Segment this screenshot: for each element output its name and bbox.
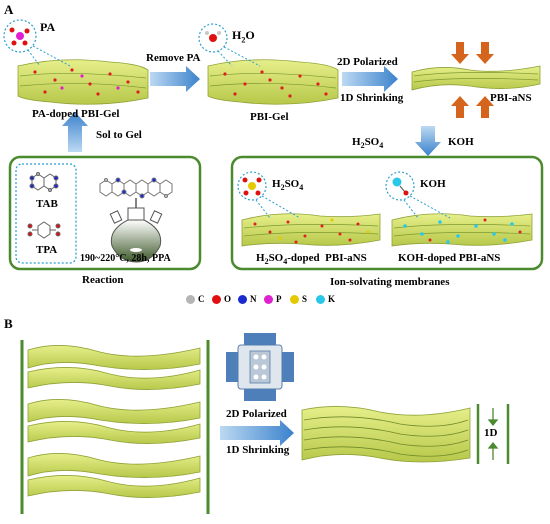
reaction-flask xyxy=(109,198,163,263)
h2so4-doped-membrane xyxy=(241,213,381,247)
legend-dot-k xyxy=(316,294,325,304)
pbi-gel xyxy=(207,59,339,105)
legend-dot-n xyxy=(238,294,247,304)
pa-label: PA xyxy=(40,20,56,34)
legend-item-o: O xyxy=(212,294,231,304)
polarized-label-b: 2D Polarized xyxy=(226,408,287,420)
panel-b-letter: B xyxy=(4,316,13,331)
polarized-label-a: 2D Polarized xyxy=(337,56,398,68)
legend-item-n: N xyxy=(238,294,257,304)
koh-doped-label: KOH-doped PBI-aNS xyxy=(398,252,501,264)
legend-dot-o xyxy=(212,294,221,304)
legend-symbol: N xyxy=(250,294,257,304)
monomer-box xyxy=(15,163,77,264)
pbi-ans-sheets xyxy=(411,65,541,91)
shrinking-label-b: 1D Shrinking xyxy=(226,444,290,456)
legend-symbol: K xyxy=(328,294,336,304)
tpa-molecule xyxy=(27,221,61,239)
tab-label: TAB xyxy=(36,198,58,210)
acid-base-arrow xyxy=(415,126,441,156)
h2o-zoom-bubble xyxy=(198,23,261,67)
h2so4-label: H2SO4 xyxy=(352,136,384,151)
legend-dot-p xyxy=(264,294,273,304)
sol-to-gel-label: Sol to Gel xyxy=(96,129,142,141)
ion-membranes-label: Ion-solvating membranes xyxy=(330,276,450,288)
remove-pa-arrow xyxy=(150,66,200,92)
legend-item-s: S xyxy=(290,294,307,304)
legend-dot-s xyxy=(290,294,299,304)
polarizer-device xyxy=(226,333,294,401)
polarize-arrow-a xyxy=(342,66,398,92)
press-arrows xyxy=(451,42,494,118)
compressed-sheet-stack xyxy=(301,406,471,463)
legend-symbol: C xyxy=(198,294,205,304)
h2so4-doped-label: H2SO4-doped PBI-aNS xyxy=(256,252,367,267)
legend-symbol: P xyxy=(276,294,282,304)
koh-doped-membrane xyxy=(391,213,533,247)
remove-pa-label: Remove PA xyxy=(146,52,201,64)
pa-zoom-bubble xyxy=(3,19,71,67)
legend-symbol: S xyxy=(302,294,308,304)
reaction-label: Reaction xyxy=(82,274,124,286)
pbi-polymer-structure xyxy=(99,177,173,199)
reaction-conditions: 190~220°C, 28h, PPA xyxy=(80,253,171,264)
legend-item-c: C xyxy=(186,294,205,304)
pa-doped-gel xyxy=(17,59,149,105)
h2so4-zoom-bubble xyxy=(237,171,301,219)
tpa-label: TPA xyxy=(36,244,58,256)
legend-item-p: P xyxy=(264,294,282,304)
loose-sheet-stack-2 xyxy=(27,399,201,444)
polarize-arrow-b xyxy=(220,420,294,446)
panel-a-letter: A xyxy=(4,2,14,17)
koh-label: KOH xyxy=(448,136,474,148)
h2o-label: H2O xyxy=(232,28,255,45)
legend-dot-c xyxy=(186,294,195,304)
pa-gel-label: PA-doped PBI-Gel xyxy=(32,108,120,120)
sol-to-gel-arrow xyxy=(62,112,88,152)
pbi-gel-label: PBI-Gel xyxy=(250,111,289,123)
ion-membrane-box xyxy=(230,155,544,271)
legend-item-k: K xyxy=(316,294,335,304)
legend-symbol: O xyxy=(224,294,232,304)
h2so4-bubble-label: H2SO4 xyxy=(272,178,304,193)
shrinking-label-a: 1D Shrinking xyxy=(340,92,404,104)
reaction-box xyxy=(8,155,202,271)
tab-molecule xyxy=(29,172,59,192)
loose-sheet-stack-3 xyxy=(27,453,201,498)
koh-zoom-bubble xyxy=(385,171,451,219)
pbi-ans-label: PBI-aNS xyxy=(490,92,532,104)
one-d-label: 1D xyxy=(484,427,498,439)
koh-bubble-label: KOH xyxy=(420,178,446,190)
one-d-arrows xyxy=(487,408,499,460)
loose-sheet-stack-1 xyxy=(27,345,201,390)
